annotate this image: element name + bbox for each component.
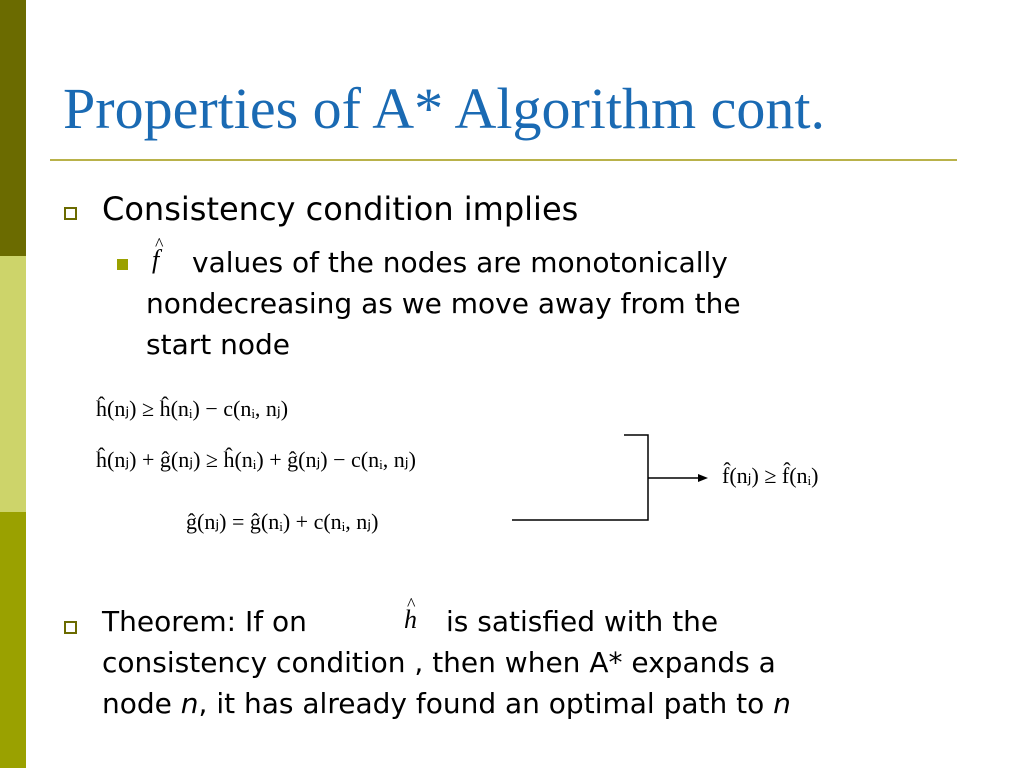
bullet-consistency: Consistency condition implies bbox=[102, 190, 579, 228]
theorem-line-2: consistency condition , then when A* exp… bbox=[102, 646, 776, 679]
side-stripe-middle bbox=[0, 256, 26, 512]
f-hat-symbol: f bbox=[152, 235, 164, 273]
equation-1: ĥ(nⱼ) ≥ ĥ(nᵢ) − c(nᵢ, nⱼ) bbox=[96, 396, 289, 421]
bullet-square-icon bbox=[64, 207, 77, 220]
bracket-line bbox=[512, 434, 649, 521]
side-stripe-top bbox=[0, 0, 26, 256]
theorem-line-1b: is satisfied with the bbox=[446, 605, 719, 638]
sub-bullet-line-1: values of the nodes are monotonically bbox=[192, 246, 728, 279]
sub-bullet-line-3: start node bbox=[146, 328, 290, 361]
theorem-line-3b: , it has already found an optimal path t… bbox=[198, 687, 774, 720]
theorem-line-1a: Theorem: If on bbox=[102, 605, 307, 638]
equation-3: ĝ(nⱼ) = ĝ(nᵢ) + c(nᵢ, nⱼ) bbox=[186, 509, 379, 534]
theorem-n: n bbox=[180, 687, 199, 720]
bullet-square-icon bbox=[64, 621, 77, 634]
arrow-head-icon bbox=[698, 474, 708, 482]
equation-result: f̂(nⱼ) ≥ f̂(nᵢ) bbox=[722, 463, 819, 488]
title-underline bbox=[50, 159, 957, 161]
h-hat-symbol: h bbox=[404, 595, 417, 633]
sub-bullet-icon bbox=[117, 259, 128, 270]
slide-title: Properties of A* Algorithm cont. bbox=[63, 76, 825, 141]
theorem-n-end: n bbox=[773, 687, 791, 720]
theorem-line-3a: node bbox=[102, 687, 181, 720]
equation-2: ĥ(nⱼ) + ĝ(nⱼ) ≥ ĥ(nᵢ) + ĝ(nⱼ) − c(nᵢ, nⱼ… bbox=[96, 447, 416, 472]
sub-bullet-line-2: nondecreasing as we move away from the bbox=[146, 287, 741, 320]
side-stripe-bottom bbox=[0, 512, 26, 768]
theorem-line-3: node n, it has already found an optimal … bbox=[102, 690, 791, 718]
